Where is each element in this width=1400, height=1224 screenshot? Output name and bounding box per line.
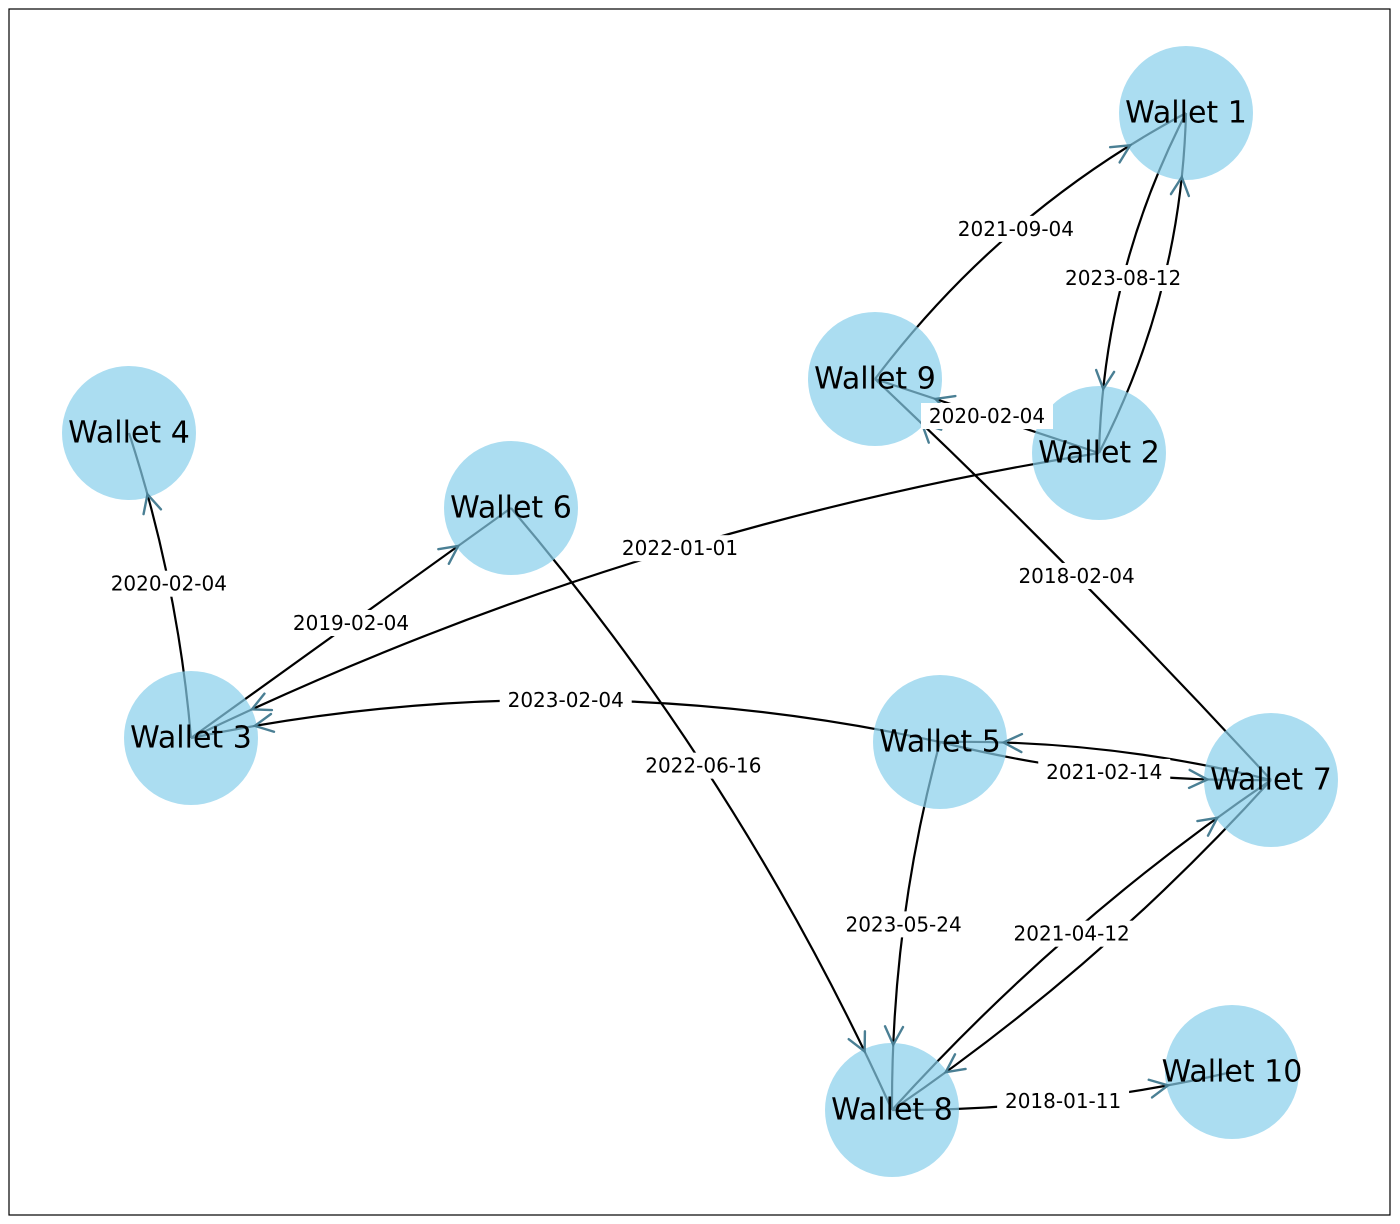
edge-label-background: [949, 215, 1082, 242]
arrowhead-w2-to-w1: [1169, 174, 1191, 198]
edge-label-text: 2023-05-24: [845, 912, 961, 936]
edge-label-text: 2021-02-14: [1046, 760, 1162, 784]
edge-label: 2021-04-12: [1005, 920, 1138, 947]
edge-label: 2019-02-04: [285, 610, 417, 636]
node-w1: Wallet 1: [1119, 46, 1253, 180]
edge-label-background: [1010, 562, 1143, 589]
arrowhead-w8-to-w10: [1147, 1078, 1171, 1099]
node-circle: [444, 441, 578, 575]
node-w7: Wallet 7: [1204, 713, 1338, 847]
edge-label-background: [102, 570, 235, 597]
edge-label-background: [1005, 920, 1138, 947]
edge-label-text: 2023-02-04: [508, 688, 624, 712]
edge-label: 2018-02-04: [1010, 562, 1143, 589]
edge-label-background: [285, 610, 417, 636]
edge-label-background: [614, 535, 747, 562]
edge-label-background: [921, 403, 1053, 429]
edge-label: 2022-01-01: [614, 535, 747, 562]
node-label: Wallet 3: [130, 721, 252, 756]
nodes-layer: Wallet 1 Wallet 2 Wallet 3 Wallet 4 Wallet 5…: [62, 46, 1338, 1177]
node-label: Wallet 1: [1125, 96, 1247, 131]
arrowhead-w6-to-w8: [847, 1030, 867, 1054]
arrowhead-w5-to-w8: [883, 1025, 905, 1048]
edge-label: 2020-02-04: [921, 403, 1053, 429]
edge-label-background: [837, 911, 970, 938]
node-label: Wallet 4: [68, 416, 190, 451]
node-w6: Wallet 6: [444, 441, 578, 575]
edge-label-text: 2020-02-04: [111, 572, 227, 596]
arrowhead-w5-to-w7: [1187, 768, 1211, 790]
arrowhead-w7-to-w8: [943, 1053, 967, 1074]
edge-w7-to-w8: [891, 779, 1272, 1111]
edge-label-text: 2018-01-11: [1005, 1089, 1121, 1113]
edge-label: 2023-05-24: [837, 911, 970, 938]
edge-label-text: 2020-02-04: [929, 404, 1045, 428]
node-label: Wallet 2: [1038, 436, 1160, 471]
node-circle: [1032, 386, 1166, 520]
arrowhead-w3-to-w4: [142, 491, 163, 516]
edge-label-background: [499, 687, 632, 714]
node-circle: [873, 675, 1007, 809]
node-label: Wallet 5: [879, 725, 1001, 760]
node-label: Wallet 6: [450, 491, 572, 526]
arrowhead-w8-to-w7: [1196, 816, 1220, 837]
edge-label-background: [637, 752, 770, 779]
edge-label: 2021-02-14: [1038, 758, 1171, 785]
node-label: Wallet 10: [1162, 1055, 1303, 1090]
node-w5: Wallet 5: [873, 675, 1007, 809]
arrowhead-w3-to-w6: [437, 544, 461, 565]
node-w10: Wallet 10: [1162, 1005, 1303, 1139]
edge-label-text: 2022-06-16: [645, 754, 761, 778]
arrowhead-w7-to-w5: [1000, 732, 1024, 754]
arrowhead-w1-to-w2: [1094, 368, 1116, 392]
edge-label-text: 2023-08-12: [1065, 266, 1181, 290]
arrowhead-w9-to-w1: [1108, 143, 1133, 164]
node-label: Wallet 8: [831, 1093, 953, 1128]
edge-label-text: 2021-09-04: [958, 217, 1074, 241]
node-circle: [825, 1043, 959, 1177]
arrowhead-w5-to-w3: [252, 712, 276, 733]
edge-label: 2023-08-12: [1057, 265, 1190, 292]
node-w8: Wallet 8: [825, 1043, 959, 1177]
node-circle: [1165, 1005, 1299, 1139]
edge-label-text: 2018-02-04: [1018, 564, 1134, 588]
edge-label: 2023-02-04: [499, 687, 632, 714]
edge-label-background: [1038, 758, 1171, 785]
node-w9: Wallet 9: [808, 312, 942, 446]
edge-labels-layer: 2021-09-04 2023-08-12 2020-02-04 2020-02-04…: [102, 215, 1190, 1114]
edge-label: 2022-06-16: [637, 752, 770, 779]
edge-label: 2018-01-11: [997, 1087, 1130, 1114]
node-circle: [808, 312, 942, 446]
edge-label-text: 2019-02-04: [293, 611, 409, 635]
node-label: Wallet 7: [1210, 763, 1332, 798]
node-w4: Wallet 4: [62, 366, 196, 500]
edge-label-background: [1057, 265, 1190, 292]
edge-label-text: 2021-04-12: [1014, 922, 1130, 946]
arrowhead-w2-to-w3: [249, 692, 274, 712]
edge-w2-to-w3: [190, 451, 1100, 739]
node-circle: [124, 671, 258, 805]
node-w3: Wallet 3: [124, 671, 258, 805]
edge-label: 2021-09-04: [949, 215, 1082, 242]
edge-label: 2020-02-04: [102, 570, 235, 597]
node-circle: [62, 366, 196, 500]
edge-label-text: 2022-01-01: [622, 536, 738, 560]
edge-w6-to-w8: [510, 507, 894, 1111]
node-label: Wallet 9: [814, 362, 936, 397]
node-circle: [1119, 46, 1253, 180]
edge-label-background: [997, 1087, 1130, 1114]
graph-frame: [8, 8, 1391, 1216]
node-circle: [1204, 713, 1338, 847]
node-w2: Wallet 2: [1032, 386, 1166, 520]
